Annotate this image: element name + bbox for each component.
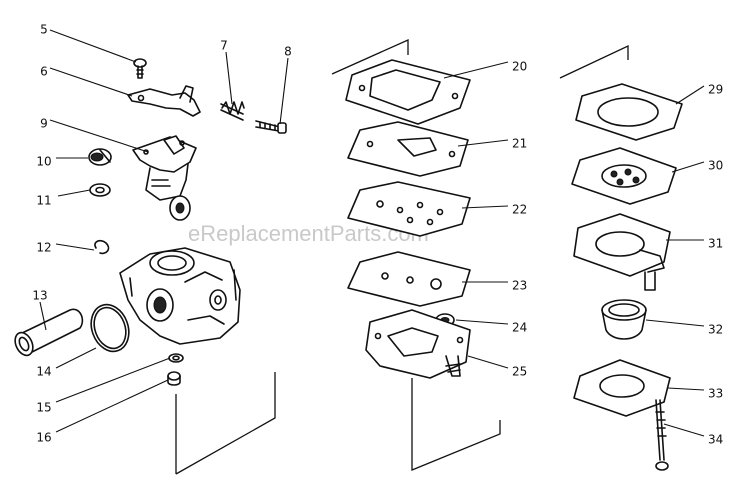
callout-16: 16 [36, 431, 51, 445]
callout-9: 9 [40, 117, 48, 131]
leader-line-16 [55, 379, 169, 433]
leader-line-15 [55, 357, 171, 403]
part-cover-31 [573, 213, 671, 291]
leader-line-6 [49, 67, 133, 97]
leader-line-14 [55, 347, 97, 369]
part-gasket-20 [345, 59, 471, 125]
part-knob-10 [88, 148, 112, 166]
part-oring-14 [90, 303, 130, 353]
callout-layer: 5 6 7 8 9 10 11 12 13 14 15 16 20 21 22 23 24 25 29 30 31 32 3… [32, 23, 723, 447]
callout-15: 15 [36, 401, 51, 415]
leader-line-29 [675, 85, 705, 105]
leader-line-5 [49, 29, 137, 63]
callout-12: 12 [36, 241, 51, 255]
callout-10: 10 [36, 155, 51, 169]
leader-line-9 [49, 119, 149, 153]
callout-8: 8 [284, 45, 292, 59]
leader-line-7 [225, 51, 233, 105]
leader-line-30 [671, 161, 705, 173]
part-gasket-29 [575, 83, 683, 141]
leader-line-20 [443, 61, 509, 79]
callout-30: 30 [708, 159, 723, 173]
part-plug-16 [167, 371, 181, 386]
part-screw-5 [133, 58, 147, 79]
callout-5: 5 [40, 23, 48, 37]
part-gasket-23 [347, 251, 471, 307]
leader-line-34 [663, 423, 705, 437]
callout-32: 32 [708, 323, 723, 337]
part-carburetor-body [119, 247, 241, 345]
part-body-9 [132, 135, 197, 221]
callout-13: 13 [32, 289, 47, 303]
part-diaphragm-30 [571, 147, 677, 205]
callout-7: 7 [220, 39, 228, 53]
callout-34: 34 [708, 433, 723, 447]
group-brackets [175, 38, 629, 475]
part-lever-6 [127, 85, 201, 117]
leader-line-25 [467, 355, 509, 369]
part-screw-8 [255, 120, 287, 134]
leader-line-32 [645, 319, 705, 327]
leader-line-24 [455, 319, 509, 325]
part-clip-12 [94, 240, 110, 255]
part-gasket-21 [347, 121, 469, 177]
leader-line-21 [457, 139, 509, 147]
part-washer-11 [89, 183, 111, 197]
leader-line-22 [461, 205, 509, 209]
leader-line-33 [667, 387, 705, 391]
callout-33: 33 [708, 387, 723, 401]
callout-23: 23 [512, 279, 527, 293]
callout-31: 31 [708, 237, 723, 251]
part-ring-15 [168, 353, 184, 363]
leader-line-13 [39, 301, 47, 331]
part-cup-32 [601, 299, 647, 340]
callout-21: 21 [512, 137, 527, 151]
part-gasket-22 [347, 181, 471, 237]
part-pump-body-25 [365, 309, 471, 379]
callout-6: 6 [40, 65, 48, 79]
callout-25: 25 [512, 365, 527, 379]
callout-11: 11 [36, 194, 51, 208]
part-sleeve-13 [14, 308, 84, 357]
callout-20: 20 [512, 60, 527, 74]
leader-line-11 [57, 189, 91, 197]
callout-29: 29 [708, 83, 723, 97]
leader-line-8 [279, 57, 289, 125]
callout-22: 22 [512, 203, 527, 217]
callout-14: 14 [36, 365, 51, 379]
part-bolt-34 [655, 399, 669, 471]
part-spring-7 [220, 101, 245, 121]
part-gasket-33 [573, 359, 671, 417]
leader-line-12 [55, 243, 95, 251]
callout-24: 24 [512, 321, 527, 335]
